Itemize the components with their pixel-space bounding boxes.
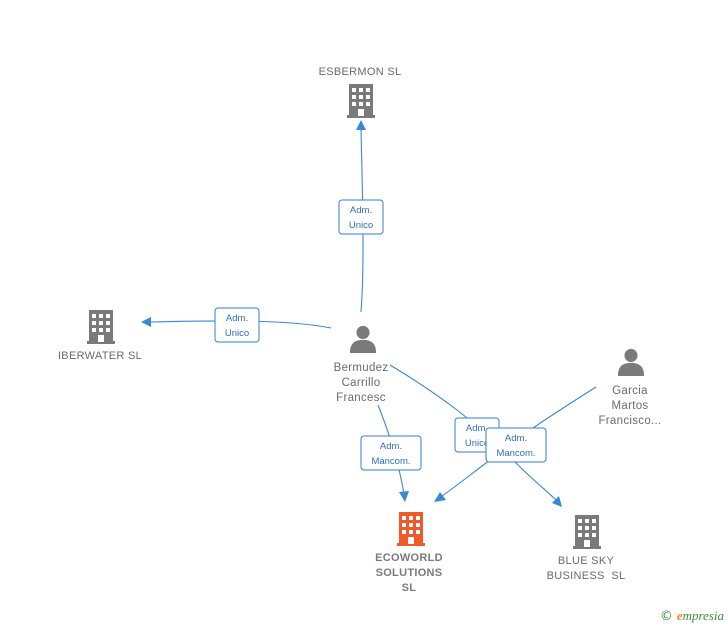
role-line: Adm. (505, 433, 527, 444)
role-line: Mancom. (371, 456, 410, 467)
node-bluesky[interactable]: BLUE SKY BUSINESS SL (547, 515, 626, 582)
person-icon (349, 325, 377, 353)
node-label: Bermudez (334, 362, 389, 374)
node-label: Carrillo (342, 377, 381, 389)
node-esbermon[interactable]: ESBERMON SL (319, 66, 402, 118)
arrow-esbermon (356, 120, 366, 130)
role-box-iberwater[interactable]: Adm. Unico (214, 307, 260, 343)
role-line: Unico (465, 438, 489, 449)
role-line: Adm. (380, 441, 402, 452)
role-box-mancom-garcia[interactable]: Adm. Mancom. (485, 427, 547, 463)
role-line: Adm. (226, 313, 248, 324)
brand-name: mpresia (682, 608, 724, 623)
node-label: Francisco... (598, 415, 661, 427)
node-garcia[interactable]: Garcia Martos Francisco... (598, 348, 661, 427)
relationship-graph: Adm. Unico Adm. Unico Adm. Mancom. Adm. … (58, 66, 661, 594)
node-label: ECOWORLD (375, 552, 443, 564)
node-label: IBERWATER SL (58, 350, 142, 362)
node-label: SOLUTIONS (376, 567, 443, 579)
node-bermudez[interactable]: Bermudez Carrillo Francesc (334, 325, 389, 404)
role-line: Unico (349, 220, 373, 231)
role-box-ecoworld-bermudez[interactable]: Adm. Mancom. (360, 435, 422, 471)
role-box-esbermon[interactable]: Adm. Unico (338, 199, 384, 235)
role-line: Mancom. (496, 448, 535, 459)
arrow-ecoworld-bermudez (399, 491, 409, 502)
building-icon (87, 310, 115, 344)
node-iberwater[interactable]: IBERWATER SL (58, 310, 142, 362)
building-icon (573, 515, 601, 549)
building-icon (397, 512, 425, 546)
person-icon (617, 348, 645, 376)
brand-initial: e (676, 608, 683, 623)
node-label: SL (402, 582, 417, 594)
brand-logo: ©empresia (660, 608, 724, 624)
node-label: Garcia (612, 385, 648, 397)
building-icon (347, 84, 375, 118)
node-label: BUSINESS SL (547, 570, 626, 582)
node-ecoworld[interactable]: ECOWORLD SOLUTIONS SL (375, 512, 443, 594)
arrow-ecoworld-garcia (434, 492, 446, 502)
copyright-icon: © (659, 609, 673, 624)
role-line: Unico (225, 328, 249, 339)
node-label: Martos (612, 400, 649, 412)
node-label: ESBERMON SL (319, 66, 402, 78)
arrow-iberwater (141, 317, 151, 327)
node-label: Francesc (336, 392, 386, 404)
arrow-bluesky (552, 496, 562, 507)
role-line: Adm. (466, 423, 488, 434)
role-line: Adm. (350, 205, 372, 216)
node-label: BLUE SKY (558, 555, 615, 567)
